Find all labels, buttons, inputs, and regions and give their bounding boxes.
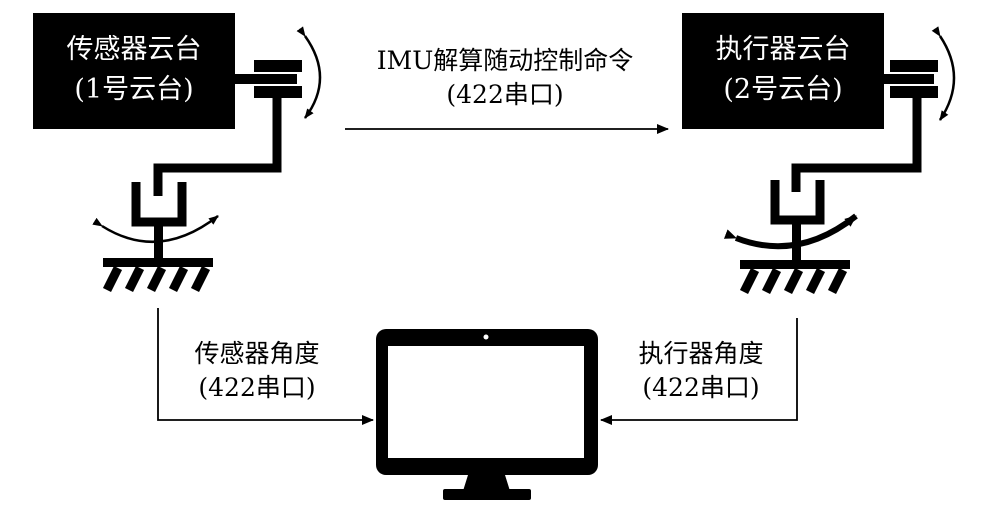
monitor: [376, 329, 598, 500]
sensor-gimbal-ground: [103, 258, 213, 267]
actuator-gimbal-yaw-arrow: [723, 213, 858, 250]
actuator-gimbal-plate-top: [890, 60, 938, 72]
actuator-gimbal-plate-bottom: [890, 86, 938, 98]
actuator-gimbal-sub: (2号云台): [723, 74, 843, 105]
actuator-angle-port: (422串口): [642, 373, 760, 402]
actuator-gimbal-ground: [740, 260, 850, 269]
monitor-screen: [388, 346, 584, 458]
sensor-gimbal-name: 传感器云台: [66, 34, 202, 65]
sensor-angle-port: (422串口): [198, 373, 316, 402]
sensor-gimbal-sub: (1号云台): [74, 74, 194, 105]
monitor-camera: [483, 334, 489, 340]
sensor-angle-text: 传感器角度: [194, 339, 320, 368]
actuator-gimbal-post: [792, 220, 801, 260]
actuator-gimbal-shaft: [884, 74, 934, 84]
actuator-gimbal-label: 执行器云台 (2号云台): [682, 30, 884, 110]
sensor-gimbal-plate-bottom: [254, 86, 302, 98]
sensor-gimbal-shaft: [235, 74, 297, 84]
sensor-gimbal-ground-hatch: [102, 265, 211, 293]
monitor-stand: [463, 475, 510, 491]
command-link-text: IMU解算随动控制命令: [376, 46, 634, 75]
sensor-gimbal: [33, 13, 322, 293]
sensor-gimbal-post: [154, 222, 163, 258]
actuator-gimbal-ground-hatch: [739, 267, 848, 295]
command-link-label: IMU解算随动控制命令 (422串口): [335, 44, 675, 112]
actuator-gimbal-name: 执行器云台: [715, 34, 851, 65]
sensor-gimbal-arm: [153, 98, 282, 196]
sensor-gimbal-box: [33, 13, 235, 129]
sensor-gimbal-label: 传感器云台 (1号云台): [33, 30, 235, 110]
actuator-gimbal: [682, 13, 956, 295]
sensor-angle-label: 传感器角度 (422串口): [172, 337, 342, 405]
sensor-gimbal-yaw-arrow: [92, 215, 219, 244]
command-link-port: (422串口): [446, 80, 564, 109]
actuator-gimbal-arm: [791, 98, 922, 192]
actuator-angle-label: 执行器角度 (422串口): [616, 337, 786, 405]
actuator-gimbal-box: [682, 13, 884, 129]
actuator-angle-text: 执行器角度: [638, 339, 764, 368]
actuator-gimbal-pitch-arrow: [931, 26, 956, 121]
sensor-angle-link-arrow: [157, 308, 374, 425]
actuator-angle-link-arrow: [600, 318, 798, 425]
monitor-base: [443, 489, 531, 500]
sensor-gimbal-pitch-arrow: [296, 26, 322, 119]
sensor-gimbal-plate-top: [254, 60, 302, 72]
